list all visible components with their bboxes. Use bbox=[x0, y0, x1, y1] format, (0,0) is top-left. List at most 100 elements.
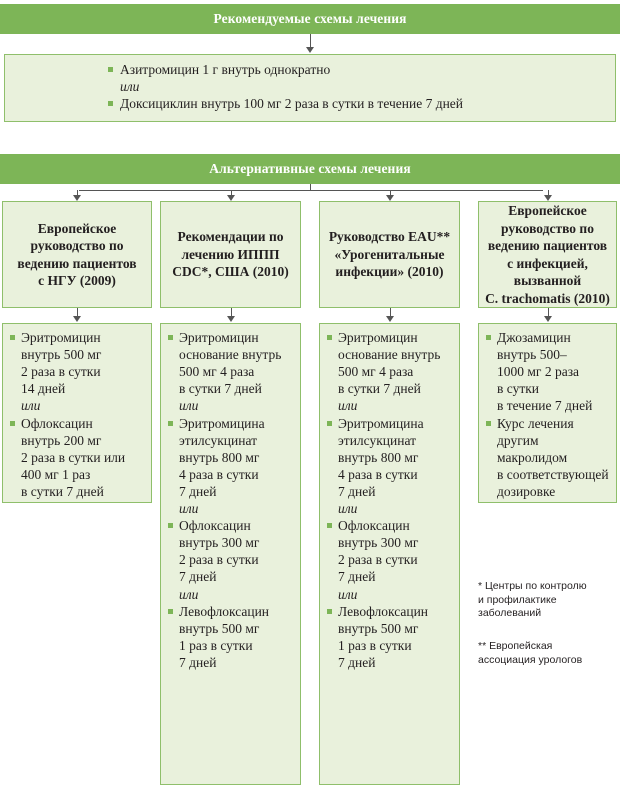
heading-line: Европейское bbox=[508, 203, 587, 218]
bullet-icon bbox=[168, 523, 173, 529]
recommended-box bbox=[4, 54, 616, 122]
footnote-line: заболеваний bbox=[478, 607, 542, 619]
or-separator: или bbox=[21, 398, 41, 414]
regimen-line: 2 раза в сутки bbox=[21, 364, 101, 380]
regimen-line: Эритромицин bbox=[179, 330, 259, 345]
connector-line bbox=[310, 184, 311, 190]
regimen-line: в сутки 7 дней bbox=[21, 483, 104, 499]
heading-line: инфекции» (2010) bbox=[335, 264, 444, 280]
connector-arrow bbox=[227, 195, 235, 201]
regimen-line: Эритромицин bbox=[338, 330, 418, 345]
regimen-line: Эритромицин bbox=[21, 330, 101, 345]
regimen-line: Офлоксацин bbox=[338, 518, 410, 534]
connector-line bbox=[310, 34, 311, 47]
bullet-icon bbox=[486, 420, 491, 426]
alternative-content-box bbox=[478, 323, 617, 503]
bullet-icon bbox=[486, 335, 491, 340]
heading-line: лечению ИППП bbox=[181, 246, 280, 262]
regimen-line: основание внутрь bbox=[179, 347, 282, 363]
recommended-title: Рекомендуемые схемы лечения bbox=[213, 11, 407, 26]
regimen-line: 500 мг 4 раза bbox=[179, 364, 255, 380]
connector-line bbox=[231, 190, 232, 195]
regimen-line: другим bbox=[497, 432, 539, 448]
connector-line bbox=[77, 190, 78, 195]
heading-line: руководство по bbox=[501, 220, 594, 236]
or-separator: или bbox=[179, 501, 199, 516]
regimen-line: внутрь 500 мг bbox=[179, 620, 260, 636]
regimen-line: 7 дней bbox=[338, 569, 376, 585]
connector-arrow bbox=[227, 316, 235, 322]
regimen-line: 500 мг 4 раза bbox=[338, 364, 414, 380]
connector-arrow bbox=[386, 316, 394, 322]
regimen-line: внутрь 300 мг bbox=[338, 535, 419, 551]
regimen-line: 7 дней bbox=[338, 654, 376, 670]
regimen-line: 7 дней bbox=[179, 569, 217, 585]
connector-arrow bbox=[386, 195, 394, 201]
alternative-title: Альтернативные схемы лечения bbox=[209, 161, 411, 176]
connector-arrow bbox=[306, 47, 314, 53]
bullet-icon bbox=[327, 523, 332, 529]
connector-line bbox=[390, 308, 391, 316]
recommended-item-azithromycin: Азитромицин 1 г внутрь однократно bbox=[120, 62, 331, 77]
heading-line: вызванной bbox=[513, 273, 582, 288]
footnote-line: ассоциация урологов bbox=[478, 653, 583, 666]
bullet-icon bbox=[327, 335, 332, 340]
recommended-item-doxycycline: Доксициклин внутрь 100 мг 2 раза в сутки… bbox=[120, 96, 464, 111]
heading-line: Руководство EAU** bbox=[328, 229, 451, 245]
bullet-icon bbox=[168, 335, 173, 340]
heading-line: ведению пациентов bbox=[487, 238, 608, 253]
regimen-line: 4 раза в сутки bbox=[338, 466, 418, 482]
connector-branch-line bbox=[79, 190, 543, 191]
or-separator: или bbox=[338, 398, 358, 414]
regimen-line: 400 мг 1 раз bbox=[21, 466, 91, 482]
heading-line: с инфекцией, bbox=[507, 255, 588, 271]
bullet-icon bbox=[10, 420, 15, 426]
connector-arrow bbox=[544, 316, 552, 322]
heading-line: Европейское bbox=[37, 220, 117, 236]
regimen-line: Джозамицин bbox=[497, 330, 571, 345]
footnote-line: * Центры по контролю bbox=[478, 580, 587, 592]
bullet-icon bbox=[327, 608, 332, 614]
connector-arrow bbox=[73, 195, 81, 201]
connector-line bbox=[548, 190, 549, 195]
regimen-line: 2 раза в сутки или bbox=[21, 449, 126, 465]
regimen-line: 4 раза в сутки bbox=[179, 466, 259, 482]
recommended-title-bar: Рекомендуемые схемы лечения bbox=[0, 4, 620, 34]
regimen-line: в сутки bbox=[497, 381, 539, 397]
regimen-line: 7 дней bbox=[338, 483, 376, 499]
regimen-line: Офлоксацин bbox=[21, 415, 93, 431]
regimen-line: внутрь 500 мг bbox=[338, 620, 419, 636]
recommended-or: или bbox=[120, 79, 140, 94]
alternative-heading-box: Руководство EAU**«Урогенитальные инфекции… bbox=[319, 201, 460, 308]
alternative-content-box bbox=[2, 323, 152, 503]
regimen-line: дозировке bbox=[497, 483, 556, 499]
regimen-line: 7 дней bbox=[179, 654, 217, 670]
regimen-line: в соответствующей bbox=[497, 466, 609, 482]
or-separator: или bbox=[179, 586, 199, 602]
footnote-line: и профилактике bbox=[478, 593, 557, 606]
regimen-line: внутрь 500– bbox=[497, 347, 567, 363]
bullet-icon bbox=[168, 420, 173, 426]
heading-line: C. trachomatis (2010) bbox=[485, 290, 610, 306]
or-separator: или bbox=[179, 398, 199, 414]
regimen-line: макролидом bbox=[497, 449, 568, 465]
regimen-line: 2 раза в сутки bbox=[179, 552, 259, 568]
footnote-line: ** Европейская bbox=[478, 640, 553, 652]
connector-arrow bbox=[73, 316, 81, 322]
regimen-line: этилсукцинат bbox=[179, 432, 257, 448]
heading-line: с НГУ (2009) bbox=[38, 273, 116, 288]
regimen-line: основание внутрь bbox=[338, 347, 441, 363]
regimen-line: Курс лечения bbox=[497, 415, 574, 431]
regimen-line: 7 дней bbox=[179, 483, 217, 499]
regimen-line: Левофлоксацин bbox=[338, 603, 429, 619]
regimen-line: Эритромицина bbox=[338, 415, 424, 431]
regimen-line: Левофлоксацин bbox=[179, 603, 270, 619]
footnote-eau: ** Европейская ассоциация урологов bbox=[478, 640, 582, 667]
heading-line: CDC*, США (2010) bbox=[172, 264, 289, 280]
connector-line bbox=[390, 190, 391, 195]
alternative-heading-box: Европейское руководство по ведению пациент… bbox=[478, 201, 617, 308]
or-separator: или bbox=[338, 501, 358, 516]
heading-line: «Урогенитальные bbox=[334, 246, 445, 262]
alternative-title-bar: Альтернативные схемы лечения bbox=[0, 154, 620, 184]
